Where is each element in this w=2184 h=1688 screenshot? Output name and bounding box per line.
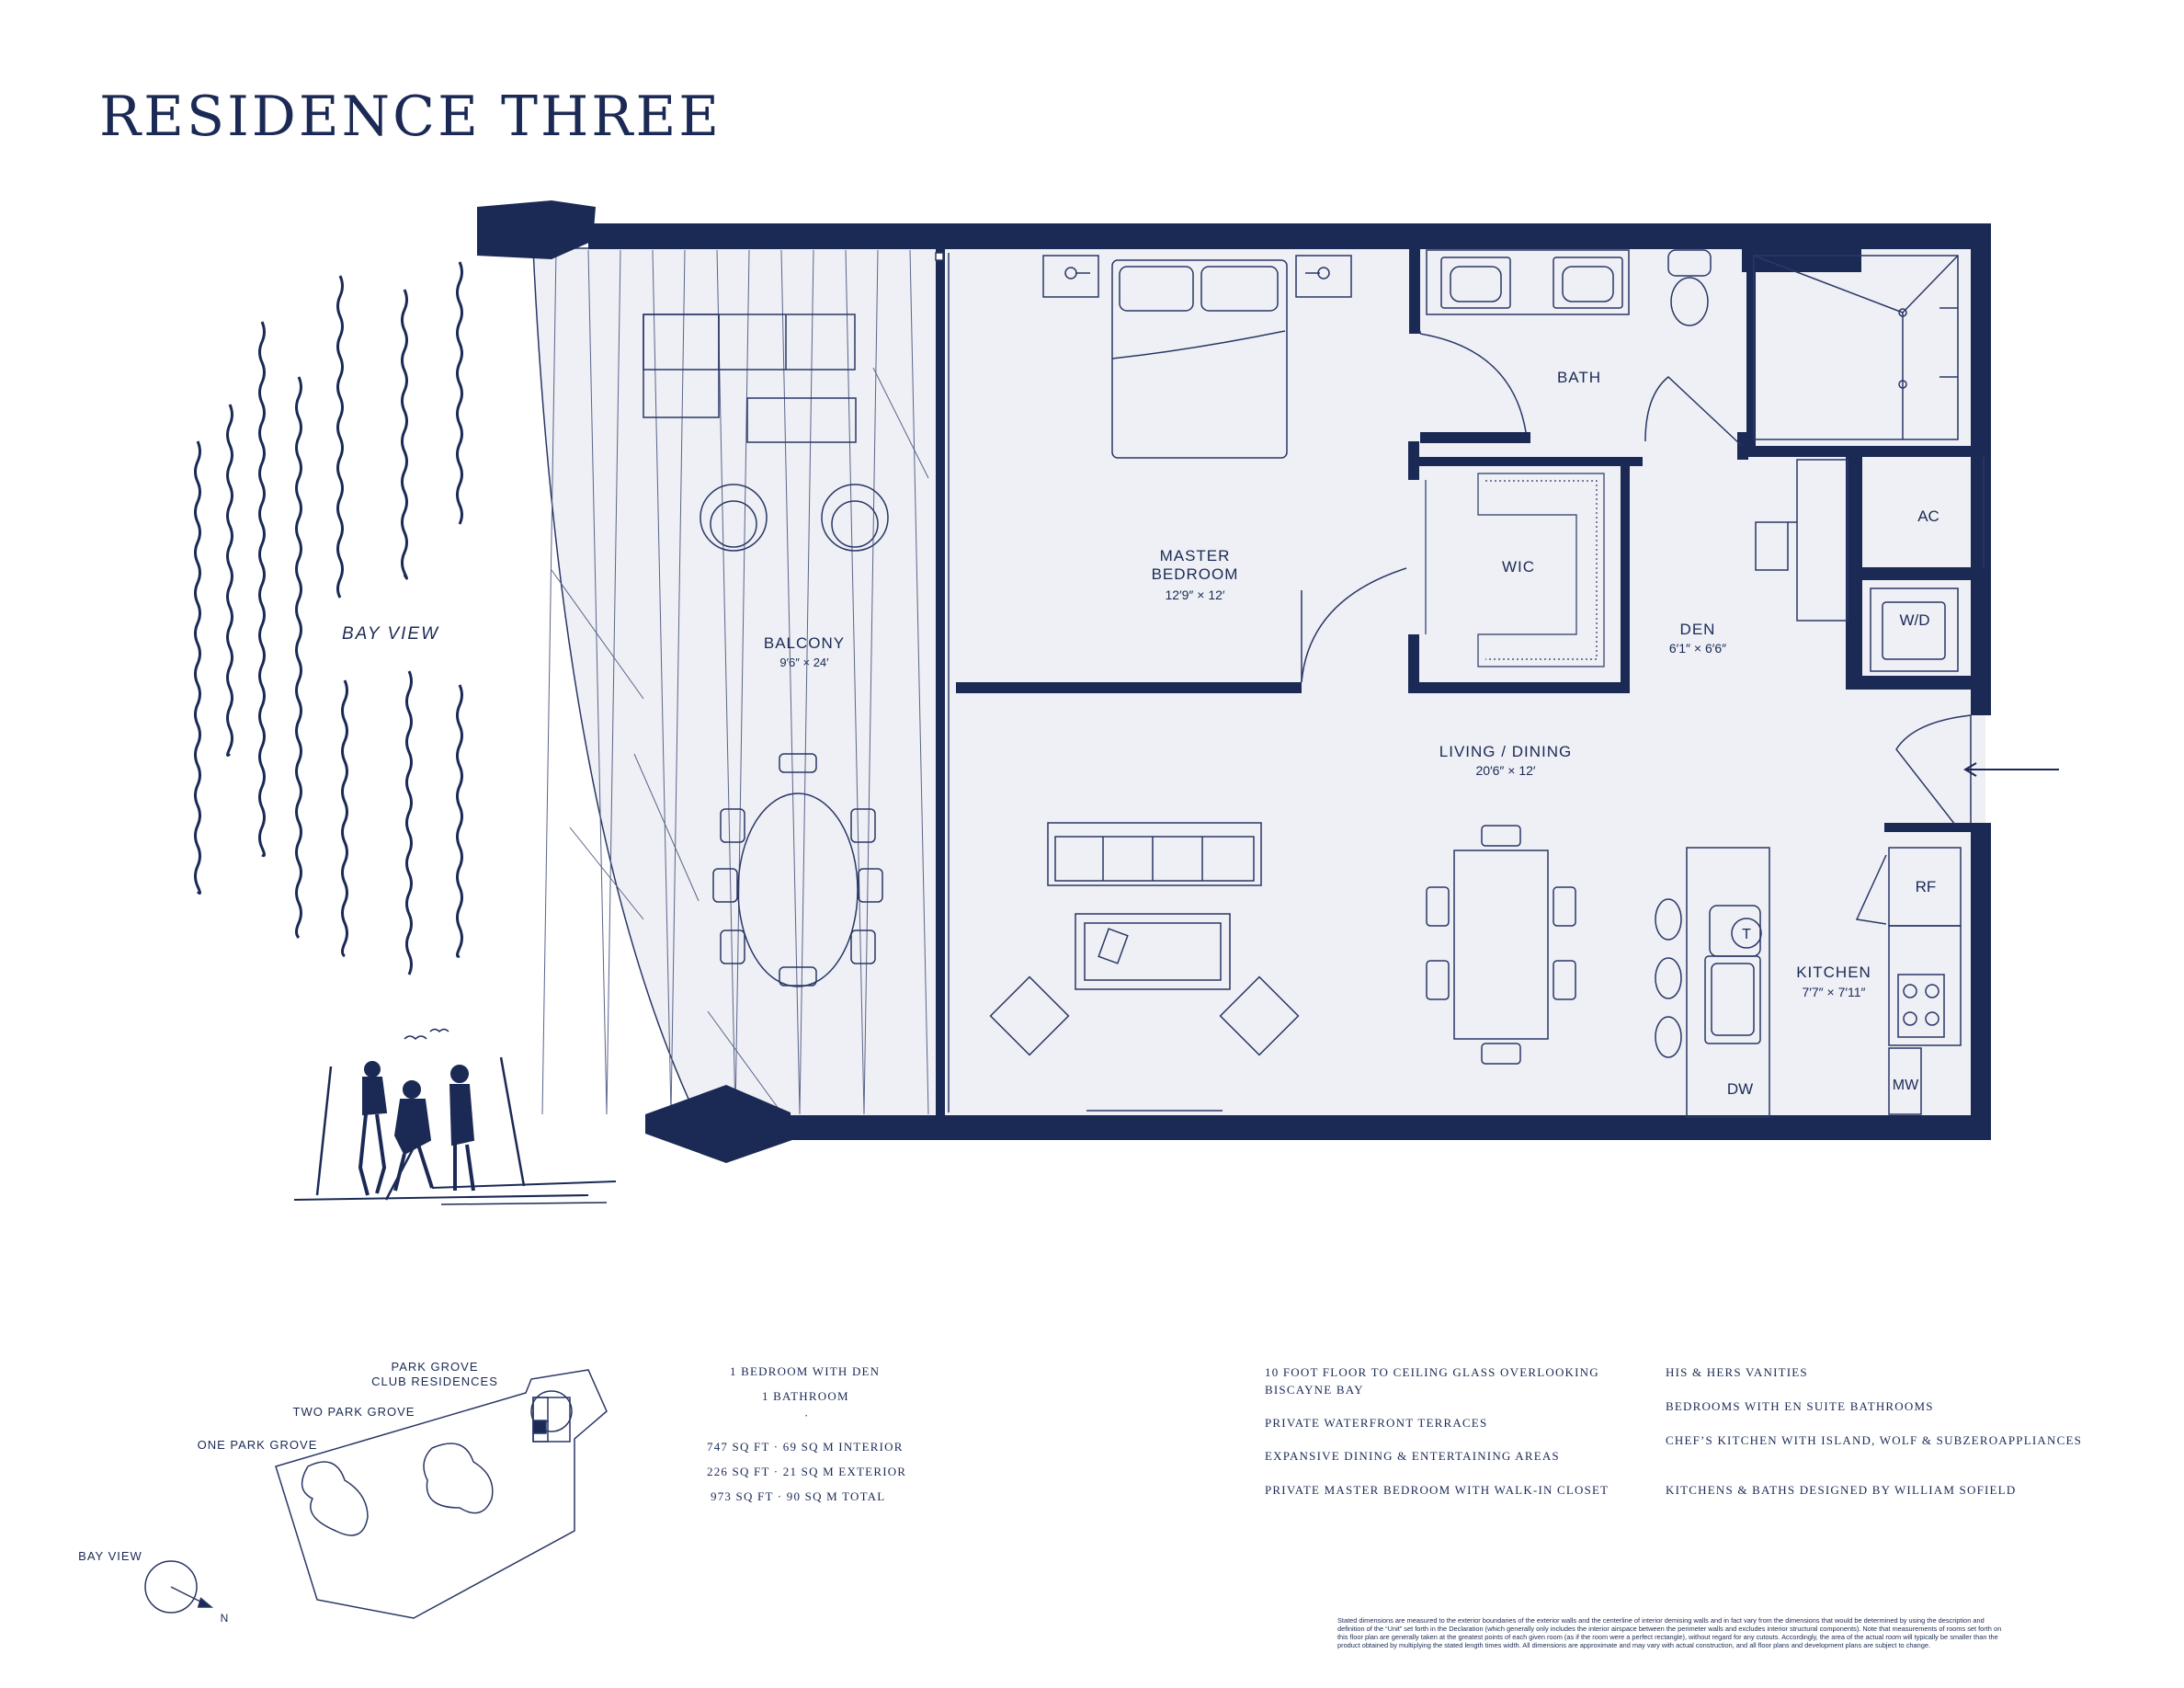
living-furniture [989,822,1576,1112]
summary-bathrooms: 1 BATHROOM [762,1389,849,1403]
kitchen-fixtures [1655,847,1962,1118]
north-label: N [221,1612,229,1625]
wic-label: WIC [1502,558,1535,576]
closets [1870,457,1985,672]
feature-item: KITCHENS & BATHS DESIGNED BY WILLIAM SOF… [1666,1483,2017,1497]
summary-separator: · [804,1409,810,1422]
mw-label: MW [1893,1078,1919,1093]
feature-item: HIS & HERS VANITIES [1666,1365,1808,1379]
kitchen-dims: 7′7″ × 7′11″ [1802,985,1865,999]
feature-item: PRIVATE WATERFRONT TERRACES [1265,1416,1488,1430]
living-dining-dims: 20′6″ × 12′ [1475,763,1535,778]
kitchen-label: KITCHEN [1796,964,1871,981]
den-dims: 6′1″ × 6′6″ [1669,641,1726,656]
feature-item: 10 FOOT FLOOR TO CEILING GLASS OVERLOOKI… [1265,1365,1599,1397]
interior-floor [942,246,1985,1117]
summary-total: 973 SQ FT · 90 SQ M TOTAL [711,1489,886,1503]
site-bay-view: BAY VIEW [78,1549,142,1563]
balcony-label: BALCONY [764,634,845,652]
bay-view-label: BAY VIEW [342,624,439,644]
living-dining-label: LIVING / DINING [1439,743,1572,760]
feature-item: PRIVATE MASTER BEDROOM WITH WALK-IN CLOS… [1265,1483,1610,1497]
balcony-furniture [643,314,889,987]
site-one-park-grove: ONE PARK GROVE [198,1438,318,1452]
t-label: T [1742,927,1751,942]
legal-disclaimer: Stated dimensions are measured to the ex… [1337,1616,2002,1649]
site-map [144,1369,608,1619]
exterior-walls [477,200,1991,1163]
rf-label: RF [1916,878,1937,895]
summary-exterior: 226 SQ FT · 21 SQ M EXTERIOR [707,1465,907,1478]
bedroom-furniture [1042,255,1527,683]
summary-bedrooms: 1 BEDROOM WITH DEN [730,1364,881,1378]
master-bedroom-label-1: MASTER [1160,547,1231,565]
den-label: DEN [1680,621,1716,638]
dw-label: DW [1727,1080,1753,1098]
feature-item: EXPANSIVE DINING & ENTERTAINING AREAS [1265,1449,1560,1463]
summary-interior: 747 SQ FT · 69 SQ M INTERIOR [707,1440,904,1454]
balcony [532,247,938,1118]
water-waves [194,261,463,975]
master-bedroom-label-2: BEDROOM [1152,565,1239,583]
entry-arrow-icon [1963,762,2059,777]
glass-wall [935,252,950,1112]
page-title: RESIDENCE THREE [99,85,722,149]
interior-walls [936,246,1985,1117]
site-two-park-grove: TWO PARK GROVE [293,1405,415,1419]
ac-label: AC [1917,508,1939,525]
feature-item: CHEF’S KITCHEN WITH ISLAND, WOLF & SUBZE… [1666,1433,2083,1447]
balcony-dims: 9′6″ × 24′ [779,656,829,669]
site-park-grove-club-1: PARK GROVE [391,1360,478,1374]
paddleboarders-illustration [293,1028,617,1205]
bath-fixtures [1426,249,1959,447]
site-park-grove-club-2: CLUB RESIDENCES [371,1374,498,1388]
wd-label: W/D [1899,611,1929,629]
wic-shelving [1425,473,1605,667]
master-bedroom-dims: 12′9″ × 12′ [1165,587,1224,602]
den-furniture [1755,459,1848,622]
bath-label: BATH [1557,369,1601,386]
feature-item: BEDROOMS WITH EN SUITE BATHROOMS [1666,1399,1934,1413]
